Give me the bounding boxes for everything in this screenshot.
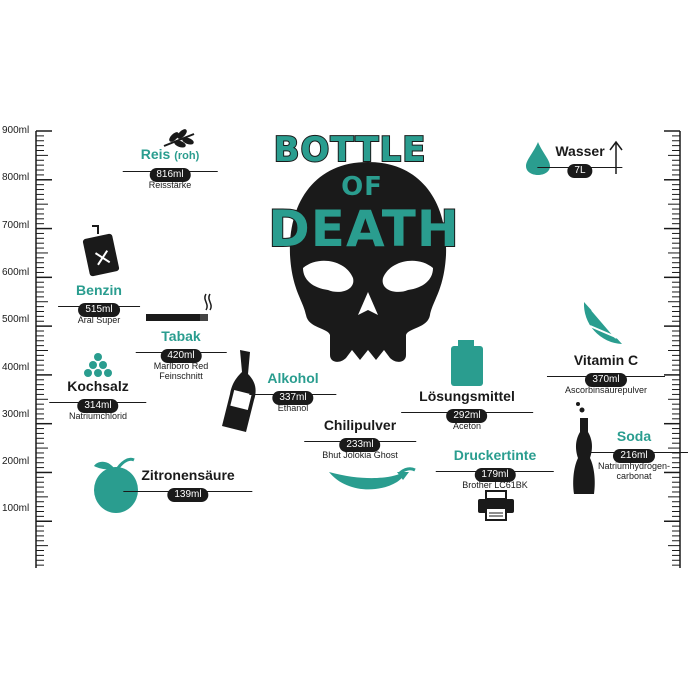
title-line-2: OF bbox=[340, 171, 383, 203]
item-wasser: Wasser 7L bbox=[537, 143, 624, 179]
item-druckertinte: Druckertinte 179ml Brother LC61BK bbox=[435, 447, 555, 491]
chili-icon bbox=[329, 467, 416, 490]
item-desc: Aral Super bbox=[77, 315, 121, 326]
scale-label: 100ml bbox=[2, 503, 30, 515]
item-name: Vitamin C bbox=[573, 352, 639, 368]
item-name: Zitronensäure bbox=[141, 467, 235, 483]
water-drop-icon bbox=[526, 142, 550, 175]
item-name: Wasser bbox=[555, 143, 605, 159]
item-desc: Reisstärke bbox=[148, 179, 192, 190]
volume-badge: 314ml bbox=[77, 399, 119, 414]
scale-label: 800ml bbox=[2, 172, 30, 184]
scale-label: 600ml bbox=[2, 266, 30, 278]
citrus-slice-icon bbox=[583, 302, 622, 344]
solvent-can-icon bbox=[451, 340, 483, 386]
item-desc: Natriumhydrogen- bbox=[597, 461, 671, 472]
item-name: Tabak bbox=[161, 328, 201, 344]
scale-label: 700ml bbox=[2, 219, 30, 231]
volume-badge: 816ml bbox=[149, 167, 191, 182]
item-name: Kochsalz bbox=[67, 378, 129, 394]
item-name: Reis (roh) bbox=[141, 146, 200, 163]
arrow-up-icon bbox=[609, 140, 623, 174]
item-desc: Ethanol bbox=[277, 403, 309, 414]
item-name: Soda bbox=[616, 428, 652, 444]
item-chilipulver: Chilipulver 233ml Bhut Jolokia Ghost bbox=[304, 417, 416, 461]
item-loesungsmittel: Lösungsmittel 292ml Aceton bbox=[401, 388, 533, 432]
volume-badge: 7L bbox=[567, 164, 593, 179]
scale-label: 500ml bbox=[2, 314, 30, 326]
item-name: Chilipulver bbox=[323, 417, 397, 433]
item-name: Alkohol bbox=[267, 370, 319, 386]
item-vitamin-c: Vitamin C 370ml Ascorbinsäurepulver bbox=[546, 352, 666, 396]
item-desc: Brother LC61BK bbox=[462, 480, 528, 491]
volume-badge: 233ml bbox=[339, 438, 381, 453]
volume-badge: 420ml bbox=[160, 349, 202, 364]
item-desc: Natriumchlorid bbox=[68, 411, 128, 422]
item-desc: Marlboro Red bbox=[153, 361, 209, 372]
salt-pile-icon bbox=[84, 353, 112, 377]
volume-badge: 337ml bbox=[272, 391, 314, 406]
item-zitronensaeure: Zitronensäure 139ml bbox=[123, 467, 254, 503]
item-desc: Aceton bbox=[452, 421, 482, 432]
scale-label: 200ml bbox=[2, 456, 30, 468]
scale-label: 900ml bbox=[2, 125, 30, 136]
printer-icon bbox=[478, 490, 514, 521]
volume-badge: 216ml bbox=[613, 449, 655, 464]
cigarette-icon bbox=[146, 293, 212, 321]
item-soda: Soda 216ml Natriumhydrogen- carbonat bbox=[579, 428, 689, 482]
volume-badge: 515ml bbox=[78, 303, 120, 318]
scale-label: 300ml bbox=[2, 408, 30, 420]
volume-badge: 370ml bbox=[585, 373, 627, 388]
item-alkohol: Alkohol 337ml Ethanol bbox=[249, 370, 338, 414]
item-name: Lösungsmittel bbox=[419, 388, 515, 404]
item-name-text: Reis bbox=[140, 146, 171, 162]
item-desc-2: Feinschnitt bbox=[159, 371, 203, 382]
fuel-canister-icon bbox=[82, 225, 120, 277]
volume-badge: 179ml bbox=[474, 468, 516, 483]
title-line-1: BOTTLE bbox=[273, 129, 427, 171]
item-tabak: Tabak 420ml Marlboro Red Feinschnitt bbox=[135, 328, 226, 382]
item-benzin: Benzin 515ml Aral Super bbox=[58, 282, 140, 326]
item-kochsalz: Kochsalz 314ml Natriumchlorid bbox=[49, 378, 148, 422]
item-name: Druckertinte bbox=[453, 447, 537, 463]
volume-badge: 292ml bbox=[446, 409, 488, 424]
lemon-icon bbox=[94, 457, 138, 513]
scale-label: 400ml bbox=[2, 361, 30, 373]
skull-icon bbox=[289, 162, 447, 362]
item-desc-2: carbonat bbox=[616, 471, 652, 482]
rice-icon bbox=[163, 129, 195, 148]
item-desc: Ascorbinsäurepulver bbox=[564, 385, 648, 396]
soda-bottle-icon bbox=[573, 402, 595, 494]
volume-badge: 139ml bbox=[167, 488, 209, 503]
item-reis: Reis (roh) 816ml Reisstärke bbox=[122, 146, 217, 190]
title-line-3: DEATH bbox=[267, 199, 460, 259]
item-desc: Bhut Jolokia Ghost bbox=[322, 450, 398, 461]
liquor-bottle-icon bbox=[222, 350, 256, 432]
item-name: Benzin bbox=[76, 282, 122, 298]
item-name-suffix: (roh) bbox=[174, 150, 200, 162]
